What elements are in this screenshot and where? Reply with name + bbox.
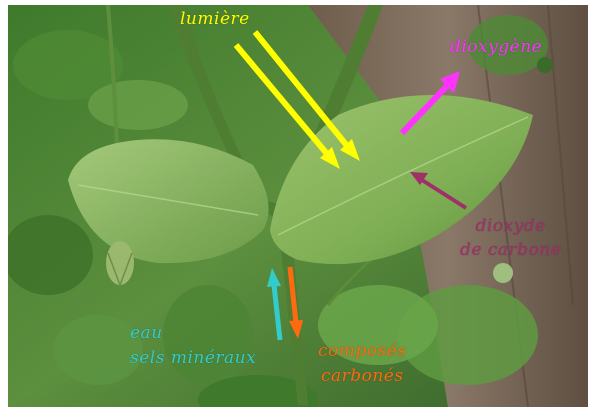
- label-composes-line2: carbonés: [318, 364, 407, 389]
- label-dioxyde-line2: de carbone: [460, 238, 561, 262]
- label-eau-line2: sels minéraux: [130, 346, 256, 371]
- label-eau-sels-mineraux: eau sels minéraux: [130, 321, 256, 371]
- label-composes-carbones: composés carbonés: [318, 339, 407, 389]
- label-dioxyde-line1: dioxyde: [460, 214, 561, 238]
- label-dioxyde-de-carbone: dioxyde de carbone: [460, 214, 561, 262]
- label-eau-line1: eau: [130, 321, 256, 346]
- flower-bud: [106, 241, 134, 285]
- label-dioxygene: dioxygène: [450, 38, 542, 56]
- label-lumiere: lumière: [180, 10, 250, 28]
- label-composes-line1: composés: [318, 339, 407, 364]
- plant-photo: [8, 5, 588, 407]
